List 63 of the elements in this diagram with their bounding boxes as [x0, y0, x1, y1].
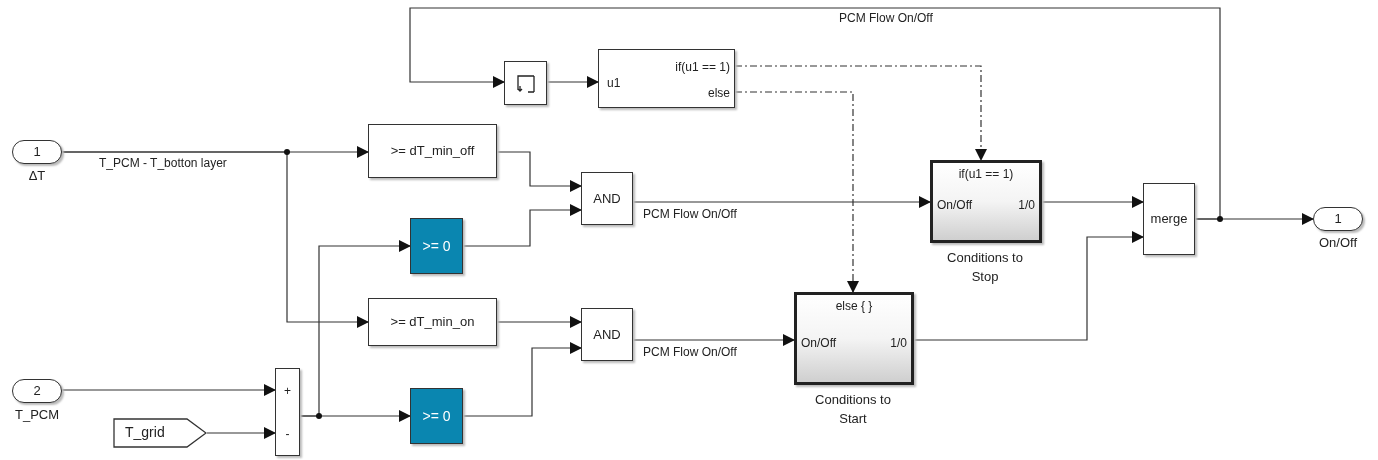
if-block: [598, 49, 735, 108]
port-block: [12, 379, 62, 403]
block-caption: Conditions to Start: [814, 391, 892, 428]
port-label: if(u1 == 1): [675, 59, 730, 75]
block-label: 1: [33, 144, 41, 160]
compare-block: [410, 218, 463, 274]
port-label: u1: [607, 75, 621, 91]
block-caption: ΔT: [27, 167, 47, 185]
edge-label: PCM Flow On/Off: [642, 345, 738, 359]
block-caption: T_PCM: [13, 406, 61, 424]
function-block: [368, 124, 497, 178]
edge-label: PCM Flow On/Off: [838, 11, 934, 25]
control-line: [734, 91, 859, 293]
block-label: AND: [593, 190, 621, 207]
block-heading: else { }: [834, 298, 874, 314]
block-label: merge: [1150, 211, 1188, 227]
signal-line: [462, 204, 582, 247]
signal-line: [496, 316, 582, 328]
signal-line: [632, 196, 931, 208]
port-label: On/Off: [937, 197, 973, 213]
port-label: 1/0: [1018, 197, 1035, 213]
subsystem-block: [794, 292, 914, 385]
function-block: [368, 298, 497, 346]
block-heading: if(u1 == 1): [957, 166, 1015, 182]
control-line: [734, 65, 987, 161]
block-label: >= 0: [422, 408, 451, 424]
port-block: [1313, 207, 1363, 231]
port-label: 1/0: [890, 335, 907, 351]
edge-label: PCM Flow On/Off: [642, 207, 738, 221]
block-label: >= dT_min_off: [390, 143, 475, 159]
memory-block: [504, 61, 547, 105]
signal-line: [1041, 196, 1144, 208]
signal-line: [409, 7, 1221, 220]
signal-line: [299, 410, 411, 422]
sum-block: [275, 368, 300, 456]
signal-line: [206, 427, 276, 439]
signal-line: [496, 151, 582, 192]
sign-label: +: [283, 383, 292, 399]
signal-line: [462, 342, 582, 417]
block-label: >= 0: [422, 238, 451, 254]
port-label: else: [708, 85, 730, 101]
signal-line: [913, 231, 1144, 341]
port-block: [12, 140, 62, 164]
compare-block: [410, 388, 463, 444]
sign-label: -: [284, 426, 291, 442]
block-label: >= dT_min_on: [390, 314, 475, 330]
function-block: [581, 172, 633, 225]
block-label: 1: [1334, 211, 1342, 227]
tag-label: T_grid: [125, 424, 165, 440]
function-block: [581, 308, 633, 361]
signal-line: [61, 151, 369, 328]
edge-label: T_PCM - T_botton layer: [98, 156, 228, 170]
block-caption: On/Off: [1317, 234, 1359, 252]
signal-line: [632, 334, 795, 346]
signal-line: [61, 384, 276, 396]
block-caption: Conditions to Stop: [946, 249, 1024, 286]
port-label: On/Off: [801, 335, 837, 351]
goto-tag: [113, 418, 207, 448]
function-block: [1143, 183, 1195, 255]
subsystem-block: [930, 160, 1042, 243]
block-label: 2: [33, 383, 41, 399]
block-label: AND: [593, 326, 621, 343]
signal-line: [546, 76, 599, 88]
